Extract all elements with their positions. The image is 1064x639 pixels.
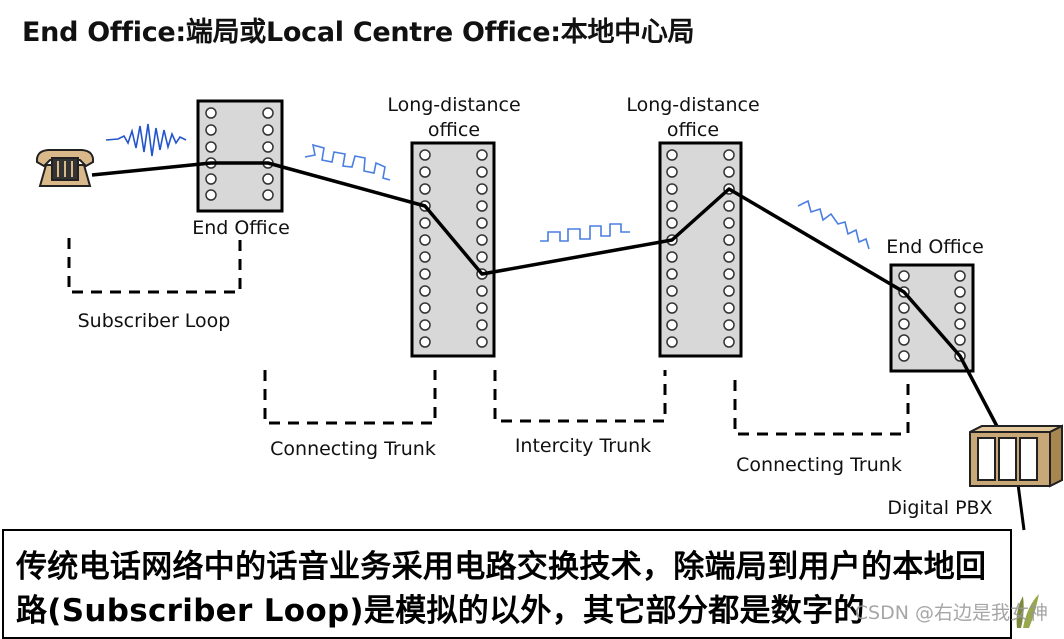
label-subscriber-loop: Subscriber Loop xyxy=(68,309,240,334)
telephone-icon xyxy=(37,150,93,186)
analog-wave-icon xyxy=(106,124,186,156)
intercity-trunk-bracket xyxy=(495,370,665,421)
label-digital-pbx: Digital PBX xyxy=(878,496,1002,521)
label-connecting-trunk-1: Connecting Trunk xyxy=(262,437,444,462)
label-end-office-left: End Office xyxy=(182,216,300,241)
label-connecting-trunk-2: Connecting Trunk xyxy=(728,453,910,478)
label-long-distance-office-1: Long-distance office xyxy=(378,93,530,143)
connecting-trunk-1-bracket xyxy=(265,370,435,423)
subscriber-loop-bracket xyxy=(69,238,240,292)
long-distance-office-1-box xyxy=(412,143,494,356)
label-long-distance-office-2: Long-distance office xyxy=(617,93,769,143)
pbx-feed-line xyxy=(1018,484,1024,530)
label-end-office-right: End Office xyxy=(876,235,994,260)
label-intercity-trunk: Intercity Trunk xyxy=(500,434,666,459)
end-office-left-box xyxy=(198,101,282,211)
long-distance-office-2-box xyxy=(660,143,741,356)
connecting-trunk-2-bracket xyxy=(735,380,908,434)
caption-text: 传统电话网络中的话音业务采用电路交换技术，除端局到用户的本地回路(Subscri… xyxy=(16,545,1001,633)
pbx-icon xyxy=(970,426,1062,486)
watermark: CSDN @右边是我女神 xyxy=(855,598,1048,625)
